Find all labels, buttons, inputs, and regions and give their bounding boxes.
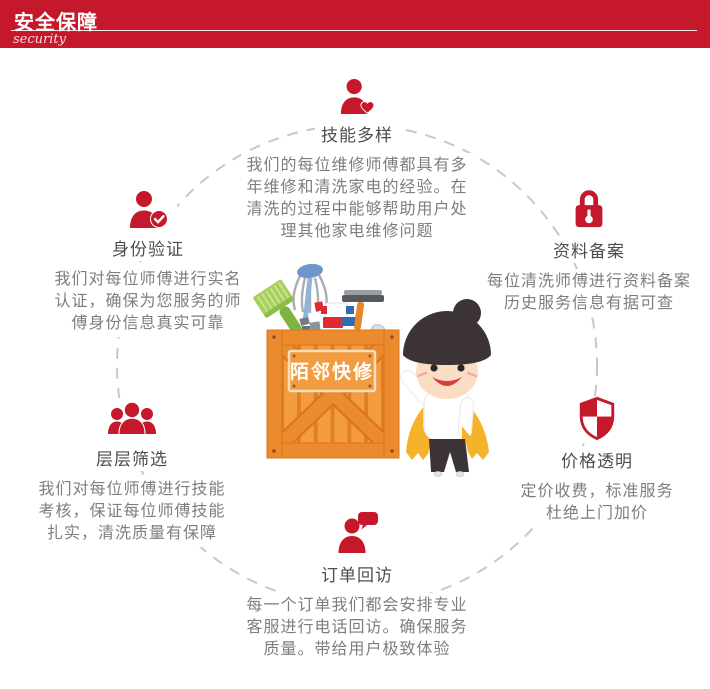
feature-pricing: 价格透明 定价收费，标准服务 杜绝上门加价 bbox=[477, 396, 710, 527]
header-bar: 安全保障 security bbox=[0, 0, 710, 48]
feature-identity: 身份验证 我们对每位师傅进行实名 认证，确保为您服务的师 傅身份信息真实可靠 bbox=[23, 190, 273, 337]
crate-label-plate bbox=[287, 349, 377, 393]
people-group-icon bbox=[100, 398, 164, 440]
feature-title: 资料备案 bbox=[547, 236, 631, 263]
section-title: 安全保障 bbox=[14, 12, 98, 34]
feature-followup: 订单回访 每一个订单我们都会安排专业 客服进行电话回访。确保服务 质量。带给用户… bbox=[222, 510, 492, 663]
feature-text: 每位清洗师傅进行资料备案 历史服务信息有据可查 bbox=[481, 269, 696, 317]
feature-text: 我们对每位师傅进行技能 考核，保证每位师傅技能 扎实，清洗质量有保障 bbox=[33, 477, 231, 547]
feature-title: 身份验证 bbox=[106, 234, 190, 261]
feature-text: 我们的每位维修师傅都具有多 年维修和清洗家电的经验。在 清洗的过程中能够帮助用户… bbox=[241, 153, 473, 245]
lock-icon bbox=[563, 186, 615, 232]
person-chat-icon bbox=[327, 510, 387, 556]
title-underline bbox=[11, 30, 697, 31]
person-heart-icon bbox=[328, 78, 386, 116]
mascot-girl bbox=[400, 299, 491, 477]
shield-icon bbox=[571, 396, 623, 442]
feature-text: 每一个订单我们都会安排专业 客服进行电话回访。确保服务 质量。带给用户极致体验 bbox=[241, 593, 473, 663]
feature-title: 层层筛选 bbox=[90, 444, 174, 471]
feature-title: 技能多样 bbox=[315, 120, 399, 147]
center-illustration: 陌邻快修 bbox=[253, 263, 491, 477]
feature-skills: 技能多样 我们的每位维修师傅都具有多 年维修和清洗家电的经验。在 清洗的过程中能… bbox=[222, 78, 492, 245]
feature-title: 订单回访 bbox=[315, 560, 399, 587]
feature-title: 价格透明 bbox=[555, 446, 639, 473]
feature-records: 资料备案 每位清洗师傅进行资料备案 历史服务信息有据可查 bbox=[464, 186, 710, 317]
feature-screening: 层层筛选 我们对每位师傅进行技能 考核，保证每位师傅技能 扎实，清洗质量有保障 bbox=[12, 398, 252, 547]
section-subtitle: security bbox=[13, 32, 66, 47]
person-check-icon bbox=[119, 190, 177, 230]
crate: 陌邻快修 bbox=[266, 329, 400, 459]
feature-text: 定价收费，标准服务 杜绝上门加价 bbox=[515, 479, 679, 527]
crate-label: 陌邻快修 bbox=[290, 360, 374, 383]
feature-text: 我们对每位师傅进行实名 认证，确保为您服务的师 傅身份信息真实可靠 bbox=[49, 267, 247, 337]
